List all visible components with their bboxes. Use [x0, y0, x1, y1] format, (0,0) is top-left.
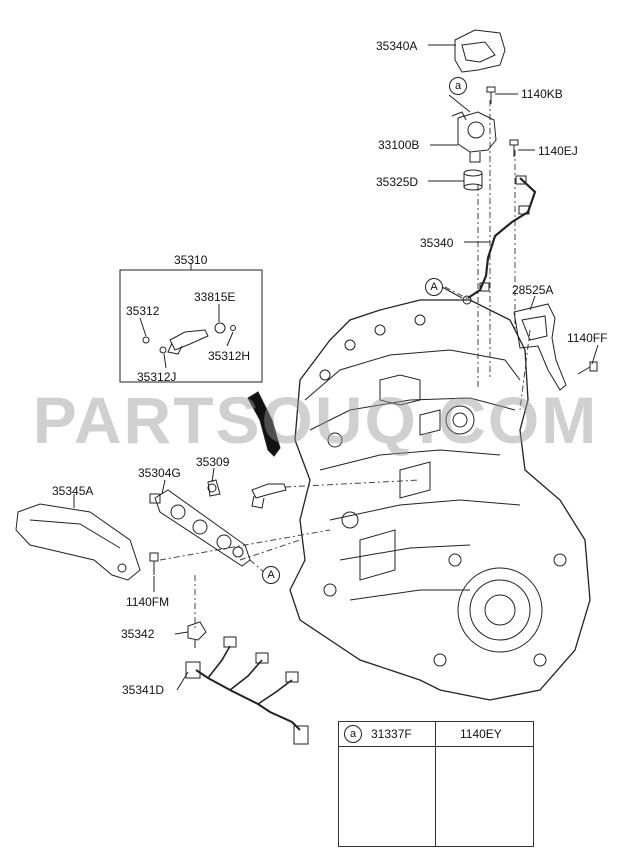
bolt-1140fm: [149, 552, 159, 575]
legend-col2[interactable]: 1140EY: [460, 727, 502, 741]
label-1140kb[interactable]: 1140KB: [521, 87, 563, 101]
bracket: [513, 303, 567, 391]
pressure-sensor: [187, 621, 207, 648]
bolt-1140ej: [509, 139, 519, 157]
legend-divider: [435, 722, 436, 846]
label-33815e[interactable]: 33815E: [194, 290, 236, 304]
label-1140ej[interactable]: 1140EJ: [538, 144, 578, 158]
legend-col1[interactable]: 31337F: [371, 727, 412, 741]
label-28525a[interactable]: 28525A: [512, 283, 554, 297]
legend-header: [339, 722, 533, 747]
legend-marker: a: [344, 725, 362, 743]
fuel-pipe: [462, 175, 537, 305]
label-35340[interactable]: 35340: [420, 236, 454, 250]
label-35312h[interactable]: 35312H: [208, 349, 251, 363]
label-35342[interactable]: 35342: [121, 627, 155, 641]
label-1140fm[interactable]: 1140FM: [126, 595, 170, 609]
marker-A-pipe[interactable]: A: [425, 278, 443, 296]
high-pressure-pump: [451, 111, 497, 163]
marker-A-rail[interactable]: A: [262, 566, 280, 584]
label-35325d[interactable]: 35325D: [376, 175, 419, 189]
label-1140ff[interactable]: 1140FF: [567, 331, 608, 345]
pump-sleeve: [463, 169, 483, 191]
rail-cover: [15, 503, 141, 581]
label-35340a[interactable]: 35340A: [376, 39, 418, 53]
injector-clip: [207, 479, 221, 497]
label-35310[interactable]: 35310: [174, 253, 208, 267]
bolt-1140ff: [577, 361, 598, 375]
leader-lines: [159, 100, 531, 630]
pump-cover: [454, 29, 506, 73]
legend-table: a 31337F 1140EY: [338, 721, 534, 847]
label-35309[interactable]: 35309: [196, 455, 230, 469]
label-35304g[interactable]: 35304G: [138, 466, 181, 480]
label-35345a[interactable]: 35345A: [52, 484, 94, 498]
label-35341d[interactable]: 35341D: [122, 683, 165, 697]
label-35312j[interactable]: 35312J: [137, 370, 177, 384]
label-33100b[interactable]: 33100B: [378, 138, 420, 152]
label-leaders: [73, 44, 599, 691]
marker-a-top[interactable]: a: [449, 77, 467, 95]
injector-kit: [142, 322, 236, 355]
injector: [251, 483, 287, 509]
wiring-harness: [185, 636, 309, 745]
label-35312[interactable]: 35312: [126, 304, 160, 318]
injector-group-box: [119, 269, 263, 383]
fuel-rail: [149, 489, 251, 567]
bolt-1140kb: [486, 86, 496, 104]
engine-block: [289, 299, 591, 701]
pointer-arrow: [247, 391, 281, 457]
